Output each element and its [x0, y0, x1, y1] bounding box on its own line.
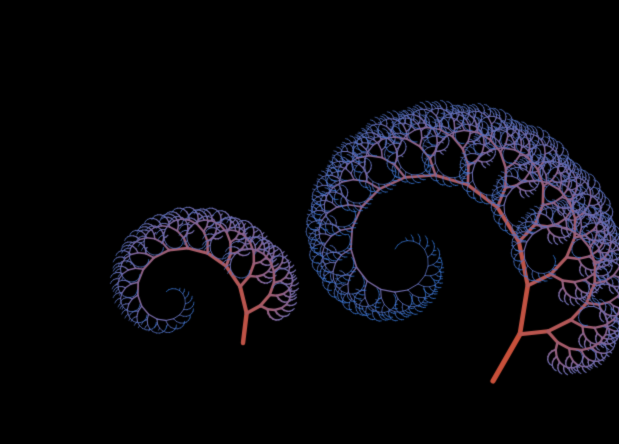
- spiral-fractal-tree-drawing: [0, 0, 619, 444]
- fractal-image: [0, 0, 619, 444]
